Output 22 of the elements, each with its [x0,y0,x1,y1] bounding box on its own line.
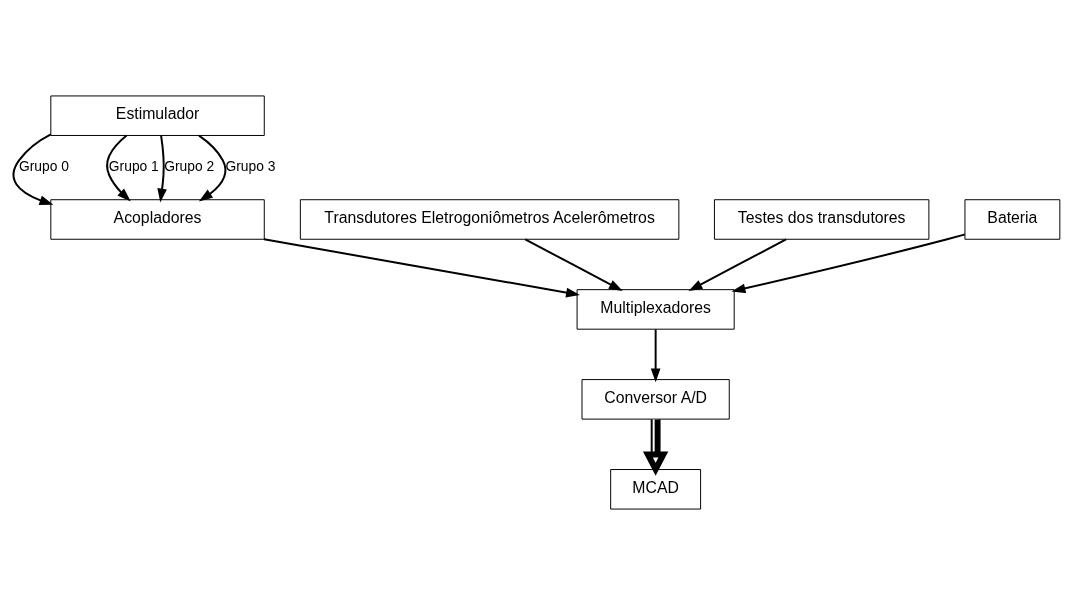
node-box: Bateria [964,198,1061,240]
arrow [731,233,966,293]
arrow [688,237,788,291]
node-box: Conversor A/D [581,378,730,420]
arrow [650,328,661,382]
arrow [106,134,131,202]
edge-label: Grupo 0 [18,157,69,174]
node-box: Multiplexadores [576,288,735,330]
edge-label: Grupo 1 [108,157,159,174]
node-box: Acopladores [50,198,265,240]
arrow [642,418,669,476]
arrow [12,132,54,205]
node-box: Estimulador [50,94,265,136]
edge-label: Grupo 2 [164,157,215,174]
node-box: MCAD [610,468,702,510]
arrow [263,237,580,297]
arrow [524,237,623,291]
node-box: Testes dos transdutores [713,198,930,240]
arrow [198,134,227,201]
arrow [157,134,167,202]
edge-label: Grupo 3 [225,157,276,174]
node-box: Transdutores Eletrogoniômetros Acelerômetros [299,198,680,240]
